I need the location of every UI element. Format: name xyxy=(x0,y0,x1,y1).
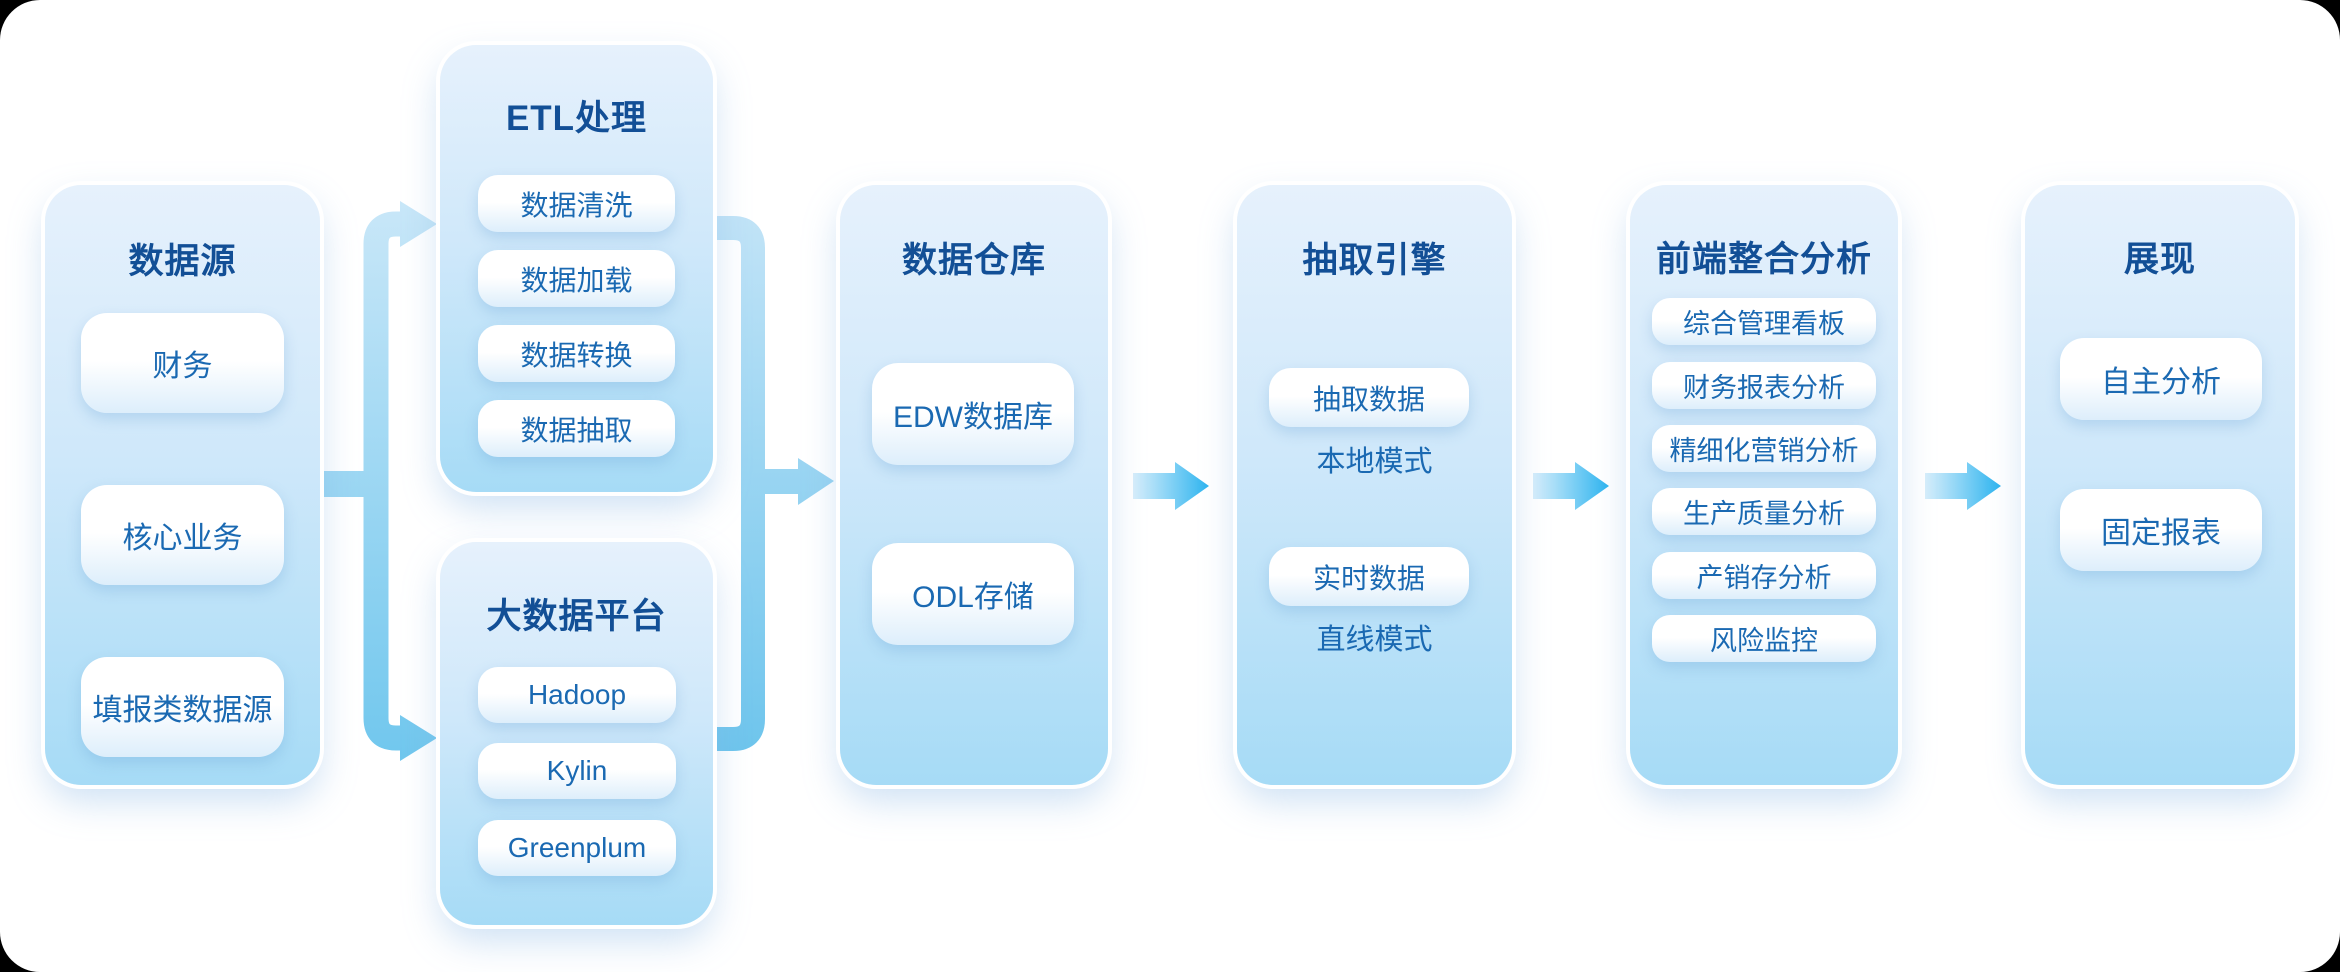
node-pill: 风险监控 xyxy=(1652,615,1876,662)
node-caption: 直线模式 xyxy=(1316,624,1433,656)
arrow-source-to-etl-and-bigdata xyxy=(318,201,437,761)
node-pill: 数据抽取 xyxy=(478,400,675,457)
card-presentation: 展现 自主分析 固定报表 xyxy=(2025,185,2295,785)
card-title: 大数据平台 xyxy=(486,597,667,636)
node-pill: Greenplum xyxy=(478,820,676,876)
node-pill: 数据转换 xyxy=(478,325,675,382)
node-pill: 固定报表 xyxy=(2060,489,2262,571)
node-pill: 财务 xyxy=(81,313,284,413)
arrow-engine-to-frontend xyxy=(1533,462,1609,510)
card-data-warehouse: 数据仓库 EDW数据库 ODL存储 xyxy=(840,185,1108,785)
node-pill: 核心业务 xyxy=(81,485,284,585)
card-title: 抽取引擎 xyxy=(1302,241,1447,280)
node-pill: Kylin xyxy=(478,743,676,799)
card-bigdata-platform: 大数据平台 Hadoop Kylin Greenplum xyxy=(440,542,713,925)
node-pill: 实时数据 xyxy=(1269,547,1469,606)
node-pill: 抽取数据 xyxy=(1269,368,1469,427)
node-pill: 财务报表分析 xyxy=(1652,362,1876,409)
card-frontend-analysis: 前端整合分析 综合管理看板 财务报表分析 精细化营销分析 生产质量分析 产销存分… xyxy=(1630,185,1898,785)
card-title: 前端整合分析 xyxy=(1655,240,1872,279)
node-pill: 自主分析 xyxy=(2060,338,2262,420)
card-title: 数据仓库 xyxy=(901,241,1046,280)
node-pill: 综合管理看板 xyxy=(1652,298,1876,345)
card-title: 数据源 xyxy=(128,242,237,281)
node-pill: 数据清洗 xyxy=(478,175,675,232)
node-pill: 数据加载 xyxy=(478,250,675,307)
node-pill: EDW数据库 xyxy=(872,363,1074,465)
node-pill: 产销存分析 xyxy=(1652,552,1876,599)
node-pill: 精细化营销分析 xyxy=(1652,425,1876,472)
node-pill: ODL存储 xyxy=(872,543,1074,645)
node-pill: 填报类数据源 xyxy=(81,657,284,757)
node-pill: Hadoop xyxy=(478,667,676,723)
arrow-frontend-to-display xyxy=(1925,462,2001,510)
node-caption: 本地模式 xyxy=(1316,446,1433,478)
arrow-etl-bigdata-to-warehouse xyxy=(713,216,834,751)
node-pill: 生产质量分析 xyxy=(1652,488,1876,535)
card-etl-processing: ETL处理 数据清洗 数据加载 数据转换 数据抽取 xyxy=(440,45,713,492)
arrow-warehouse-to-engine xyxy=(1133,462,1209,510)
card-data-source: 数据源 财务 核心业务 填报类数据源 xyxy=(45,185,320,785)
card-title: 展现 xyxy=(2123,240,2196,279)
card-title: ETL处理 xyxy=(505,99,648,138)
card-extraction-engine: 抽取引擎 抽取数据 本地模式 实时数据 直线模式 xyxy=(1237,185,1512,785)
